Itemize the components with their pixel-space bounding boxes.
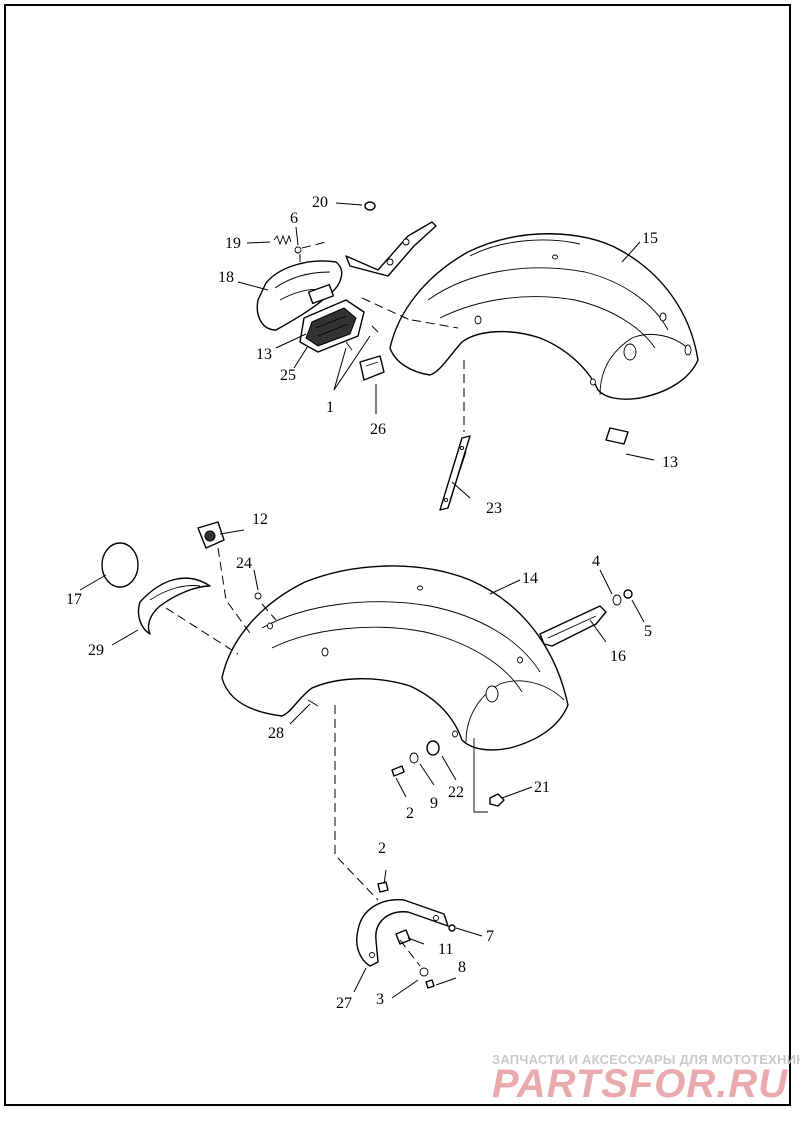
lamp-socket-12 (197, 521, 225, 549)
callout-21: 21 (534, 779, 550, 796)
light-bracket-18 (256, 260, 343, 331)
spacer-22 (426, 740, 440, 756)
washer-4 (612, 594, 622, 606)
nut-5 (623, 589, 633, 599)
nut-21 (489, 793, 505, 807)
callout-16: 16 (610, 648, 626, 665)
callout-18: 18 (218, 269, 234, 286)
upper-dashes (299, 241, 465, 432)
callout-26: 26 (370, 421, 386, 438)
lens-17 (101, 542, 139, 588)
callout-27: 27 (336, 995, 352, 1012)
light-module-25 (299, 299, 365, 353)
callout-20: 20 (312, 194, 328, 211)
nut-8 (425, 979, 435, 989)
screw-1b (371, 325, 379, 333)
side-bracket-16 (539, 605, 607, 647)
callout-8: 8 (458, 959, 466, 976)
callout-2-lower: 2 (378, 840, 386, 857)
callout-13-right: 13 (662, 454, 678, 471)
ring-20 (364, 201, 376, 211)
watermark-tagline: ЗАПЧАСТИ И АКСЕССУАРЫ ДЛЯ МОТОТЕХНИКИ (492, 1052, 800, 1067)
screw-28 (307, 699, 319, 707)
callout-14: 14 (522, 570, 538, 587)
callout-17: 17 (66, 591, 82, 608)
screw-6 (294, 246, 302, 254)
washer-9 (409, 752, 419, 764)
callout-3: 3 (376, 991, 384, 1008)
lower-fender (221, 565, 569, 751)
callout-24: 24 (236, 555, 252, 572)
upper-fender (389, 233, 699, 400)
callout-5: 5 (644, 623, 652, 640)
bolt-2-lower (377, 881, 389, 893)
callout-15: 15 (642, 230, 658, 247)
lamp-bezel-29 (137, 577, 211, 635)
watermark-logo: PARTSFOR.RU (492, 1062, 789, 1106)
callout-4: 4 (592, 553, 600, 570)
clip-11 (395, 929, 411, 945)
screw-1a (345, 341, 353, 351)
leader-lines (79, 202, 655, 999)
callout-1: 1 (326, 399, 334, 416)
callout-7: 7 (486, 928, 494, 945)
callout-22: 22 (448, 784, 464, 801)
screw-24 (254, 592, 262, 600)
callout-23: 23 (486, 500, 502, 517)
reflector-plate-13 (605, 427, 629, 445)
bolt-2 (391, 765, 405, 777)
lower-leader-line (473, 738, 488, 813)
upper-bracket-arm (345, 221, 437, 277)
callout-9: 9 (430, 795, 438, 812)
callout-12: 12 (252, 511, 268, 528)
connector-block-26 (359, 355, 385, 381)
drawing-border (4, 4, 791, 1106)
washer-3 (419, 967, 429, 977)
callout-2-mid: 2 (406, 805, 414, 822)
callout-29: 29 (88, 642, 104, 659)
callout-11: 11 (438, 941, 453, 958)
callout-6: 6 (290, 210, 298, 227)
callout-19: 19 (225, 235, 241, 252)
callout-28: 28 (268, 725, 284, 742)
callout-13-upper: 13 (256, 346, 272, 363)
callout-25: 25 (280, 367, 296, 384)
spring-19 (273, 234, 292, 246)
bottom-bracket-27 (356, 899, 449, 967)
nut-7 (448, 924, 456, 932)
bottom-dashes (399, 939, 421, 967)
strip-bracket-23 (439, 435, 471, 511)
